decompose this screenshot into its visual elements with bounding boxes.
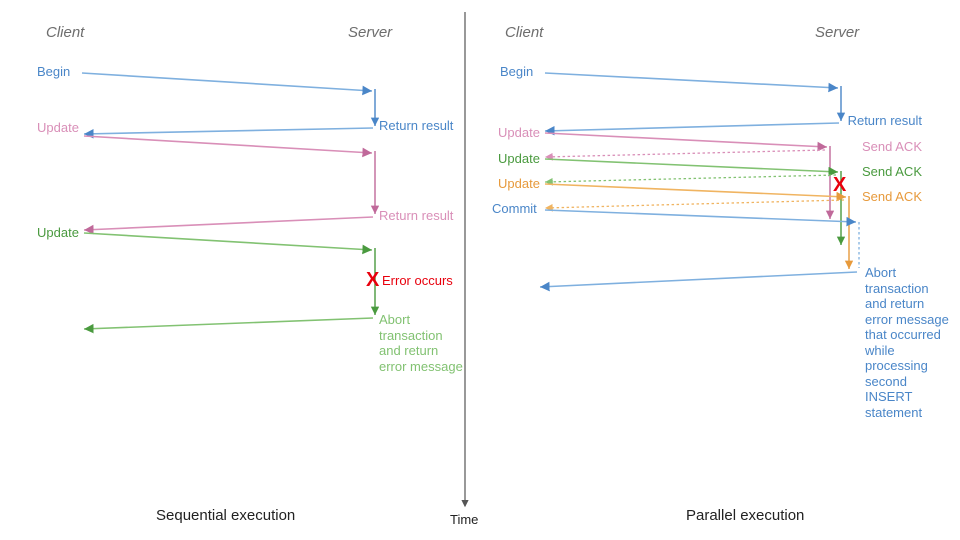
- left-error-x-icon: X: [366, 269, 380, 291]
- arrow-right-ack1-dotted: [544, 149, 826, 161]
- left-abort-message: Abort transaction and return error messa…: [379, 312, 463, 374]
- left-label-update-2: Update: [37, 225, 79, 240]
- right-label-update-3: Update: [498, 176, 540, 191]
- left-header-server: Server: [348, 24, 393, 41]
- left-label-update-1: Update: [37, 120, 79, 135]
- arrow-right-update2-request: [544, 158, 839, 177]
- right-abort-message: Abort transaction and return error messa…: [865, 265, 949, 420]
- arrow-left-update1-request: [83, 135, 373, 158]
- arrow-right-abort-response: [539, 271, 858, 292]
- left-panel-caption: Sequential execution: [156, 507, 296, 524]
- arrow-left-abort-response: [83, 317, 374, 334]
- right-header-server: Server: [815, 24, 860, 41]
- left-label-return-result-1: Return result: [379, 118, 454, 133]
- right-label-send-ack-3: Send ACK: [862, 189, 922, 204]
- right-panel-arrows: [539, 72, 860, 292]
- arrow-right-ack3-dotted: [544, 199, 845, 212]
- right-label-send-ack-1: Send ACK: [862, 139, 922, 154]
- left-header-client: Client: [46, 24, 85, 41]
- arrow-right-update3-request: [544, 183, 847, 202]
- arrow-left-begin-request: [81, 72, 373, 96]
- arrow-right-ack2-dotted: [544, 174, 837, 186]
- arrow-right-return-result-blue: [544, 122, 840, 136]
- right-label-commit: Commit: [492, 201, 537, 216]
- right-error-x-icon: X: [833, 174, 847, 196]
- right-panel-caption: Parallel execution: [686, 507, 805, 524]
- right-label-update-1: Update: [498, 125, 540, 140]
- arrow-right-update1-request: [544, 132, 828, 152]
- arrow-right-commit-request: [544, 209, 857, 227]
- left-label-return-result-2: Return result: [379, 208, 454, 223]
- arrow-left-update2-request: [83, 232, 373, 255]
- arrow-left-return-result-blue: [83, 127, 374, 139]
- time-axis-label: Time: [450, 512, 479, 527]
- right-label-return-result: Return result: [847, 113, 922, 128]
- left-label-error-occurs: Error occurs: [382, 273, 453, 288]
- arrow-right-begin-request: [544, 72, 839, 93]
- left-label-begin: Begin: [37, 64, 71, 79]
- right-header-client: Client: [505, 24, 544, 41]
- right-label-update-2: Update: [498, 151, 540, 166]
- arrow-left-return-result-pink: [83, 216, 374, 235]
- right-label-begin: Begin: [500, 64, 534, 79]
- left-panel-arrows: [81, 72, 380, 334]
- right-label-send-ack-2: Send ACK: [862, 164, 922, 179]
